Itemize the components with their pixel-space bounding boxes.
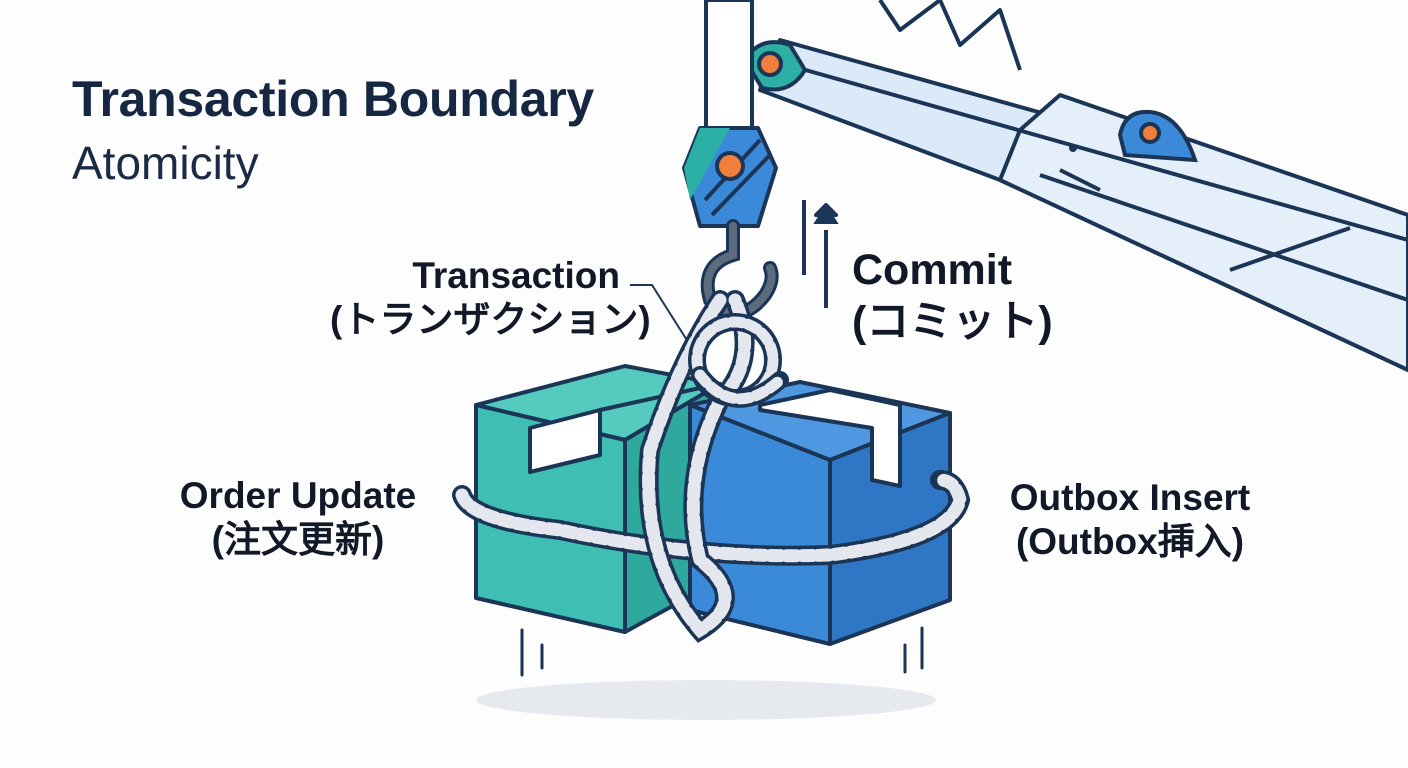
transaction-label-en: Transaction [412, 255, 620, 296]
commit-label-jp: (コミット) [852, 298, 1053, 346]
rope [452, 290, 971, 643]
transaction-label: Transaction (トランザクション) [330, 254, 651, 342]
transaction-pointer [630, 284, 691, 346]
hook-block [682, 126, 778, 228]
order-update-label-en: Order Update [179, 475, 417, 516]
boom-pivot-left [742, 40, 808, 92]
diagram-subtitle: Atomicity [72, 137, 259, 189]
diagram-title: Transaction Boundary [72, 71, 594, 127]
ground-shadow [476, 680, 936, 720]
order-update-label-jp: (注文更新) [211, 519, 385, 560]
commit-label: Commit (コミット) [852, 244, 1053, 348]
crane-boom [758, 0, 1408, 372]
boom-pivot-right [1117, 109, 1198, 163]
crane-cable [704, 0, 754, 132]
transaction-label-jp: (トランザクション) [330, 299, 651, 340]
commit-label-en: Commit [852, 246, 1013, 294]
outbox-insert-label: Outbox Insert (Outbox挿入) [982, 476, 1278, 564]
commit-arrow-icon [802, 200, 839, 308]
outbox-insert-label-en: Outbox Insert [1009, 477, 1251, 518]
order-update-label: Order Update (注文更新) [140, 474, 456, 562]
outbox-insert-label-jp: (Outbox挿入) [1015, 521, 1245, 562]
motion-lines [520, 626, 924, 677]
